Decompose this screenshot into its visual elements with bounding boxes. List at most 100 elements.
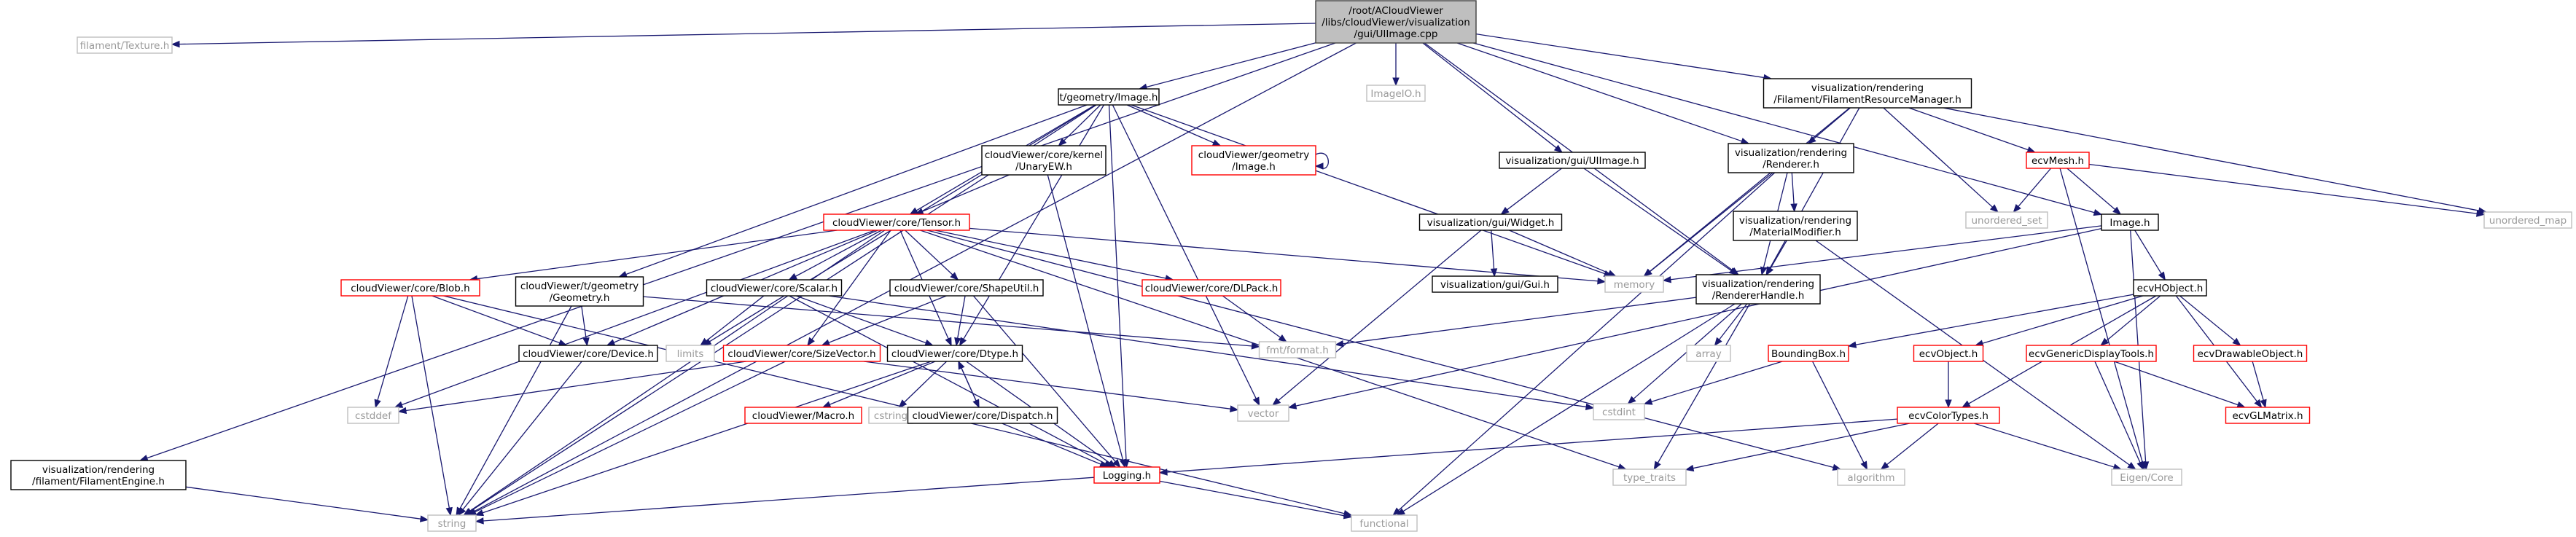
node-vis-gui-gui[interactable]: visualization/gui/Gui.h: [1432, 275, 1558, 293]
node-core-dispatch[interactable]: cloudViewer/core/Dispatch.h: [907, 407, 1058, 424]
node-core-shapeutil[interactable]: cloudViewer/core/ShapeUtil.h: [889, 279, 1044, 297]
node-vis-rend-filengine[interactable]: visualization/rendering/filament/Filamen…: [10, 460, 187, 490]
edge-line: [1718, 303, 1748, 341]
node-core-dtype[interactable]: cloudViewer/core/Dtype.h: [886, 345, 1023, 362]
node-box: [1897, 407, 2000, 424]
arrow-head: [1643, 268, 1652, 277]
node-core-tensor[interactable]: cloudViewer/core/Tensor.h: [823, 213, 970, 231]
arrow-head: [457, 506, 467, 517]
edge-core-tensor-to-cstddef: [394, 230, 875, 408]
edge-line: [1768, 107, 1860, 270]
node-core-kernel-unary[interactable]: cloudViewer/core/kernel/UnaryEW.h: [981, 145, 1106, 176]
node-label: visualization/gui/Gui.h: [1440, 279, 1550, 291]
node-ecvcolortypes[interactable]: ecvColorTypes.h: [1897, 407, 2000, 424]
edge-line: [1295, 227, 2102, 407]
node-vis-rend-renderer[interactable]: visualization/rendering/Renderer.h: [1728, 143, 1854, 173]
node-core-blob[interactable]: cloudViewer/core/Blob.h: [340, 279, 480, 297]
node-array: array: [1686, 345, 1731, 362]
node-vis-rend-handle[interactable]: visualization/rendering/RendererHandle.h: [1695, 274, 1821, 305]
edge-ecvmesh-to-unordered-set: [2013, 168, 2052, 213]
node-box: [2225, 407, 2311, 424]
edge-line: [1650, 361, 1783, 403]
node-vis-rend-filres[interactable]: visualization/rendering/Filament/Filamen…: [1763, 78, 1972, 109]
node-box: [823, 213, 970, 231]
node-vector: vector: [1237, 404, 1289, 422]
edge-vis-gui-uiimage-to-vis-gui-widget: [1500, 168, 1562, 215]
arrow-head: [1229, 405, 1239, 412]
node-core-macro[interactable]: cloudViewer/Macro.h: [744, 407, 862, 424]
node-label: ecvHObject.h: [2137, 283, 2204, 294]
node-box: [1237, 404, 1289, 422]
arrow-head: [1860, 460, 1868, 471]
node-ecvhobject[interactable]: ecvHObject.h: [2133, 279, 2207, 297]
edge-line: [1277, 230, 1482, 401]
arrow-head: [2475, 210, 2486, 217]
node-functional: functional: [1351, 514, 1418, 532]
arrow-head: [1585, 403, 1595, 411]
node-box: [2026, 152, 2090, 169]
edge-line: [1883, 107, 1994, 208]
arrow-head: [821, 401, 832, 408]
edge-line: [827, 295, 947, 344]
edge-vis-rend-filres-to-unordered-set: [1883, 107, 1999, 213]
node-label: ecvGenericDisplayTools.h: [2029, 348, 2154, 360]
node-vis-gui-uiimage[interactable]: visualization/gui/UIImage.h: [1499, 152, 1646, 169]
edge-line: [1632, 303, 1742, 400]
edge-core-shapeutil-to-core-sizevector: [821, 295, 947, 346]
node-label: cloudViewer/core/Dispatch.h: [913, 410, 1053, 422]
node-logging[interactable]: Logging.h: [1093, 466, 1160, 484]
arrow-head: [2232, 337, 2241, 346]
node-core-scalar[interactable]: cloudViewer/core/Scalar.h: [706, 279, 843, 297]
edge-line: [581, 305, 587, 340]
node-label: Eigen/Core: [2120, 472, 2174, 484]
node-box: [1141, 279, 1281, 297]
node-label: cloudViewer/core/Scalar.h: [711, 283, 838, 294]
node-box: [1315, 0, 1477, 44]
edge-core-dispatch-to-logging: [1002, 423, 1109, 468]
node-label: visualization/rendering: [42, 464, 155, 476]
node-label: cloudViewer/core/Dtype.h: [891, 348, 1018, 360]
edge-line: [469, 230, 886, 512]
node-ecvglmatrix[interactable]: ecvGLMatrix.h: [2225, 407, 2311, 424]
arrow-head: [618, 270, 628, 278]
node-core-sizevector[interactable]: cloudViewer/core/SizeVector.h: [722, 345, 881, 362]
arrow-head: [1343, 511, 1353, 520]
edge-line: [863, 361, 1232, 409]
arrow-head: [1392, 77, 1400, 87]
node-cv-geometry-image[interactable]: cloudViewer/geometry/Image.h: [1191, 145, 1316, 176]
node-type-traits: type_traits: [1612, 469, 1687, 486]
node-box: [1604, 275, 1664, 293]
node-limits: limits: [666, 345, 715, 362]
edge-line: [829, 361, 936, 406]
node-label: cloudViewer/t/geometry: [520, 281, 639, 292]
node-label: visualization/gui/Widget.h: [1427, 217, 1555, 229]
edge-line: [1422, 42, 1558, 149]
node-ecvdrawable[interactable]: ecvDrawableObject.h: [2193, 345, 2308, 362]
edge-line: [1491, 230, 1495, 270]
edge-ecvgenericdisplay-to-eigen-core: [2094, 361, 2144, 471]
arrow-head: [1790, 203, 1798, 213]
node-label: cloudViewer/core/ShapeUtil.h: [894, 283, 1039, 294]
arrow-head: [2254, 399, 2263, 409]
arrow-head: [821, 339, 831, 346]
edge-line: [1222, 295, 1281, 339]
arrow-head: [1490, 268, 1498, 278]
node-tgeometry-image[interactable]: t/geometry/Image.h: [1058, 88, 1160, 106]
node-vis-gui-widget[interactable]: visualization/gui/Widget.h: [1418, 213, 1563, 231]
edge-line: [1769, 240, 1787, 270]
node-image-h[interactable]: Image.h: [2101, 213, 2159, 231]
edge-core-tensor-to-core-blob: [469, 230, 838, 283]
edge-line: [377, 295, 409, 401]
edge-line: [1854, 294, 2134, 346]
node-vis-rend-matmod[interactable]: visualization/rendering/MaterialModifier…: [1733, 211, 1858, 241]
node-tgeometry-geometry[interactable]: cloudViewer/t/geometry/Geometry.h: [515, 276, 644, 307]
node-box: [1686, 345, 1731, 362]
node-ecvgenericdisplay[interactable]: ecvGenericDisplayTools.h: [2026, 345, 2157, 362]
node-core-device[interactable]: cloudViewer/core/Device.h: [518, 345, 658, 362]
node-ecvmesh[interactable]: ecvMesh.h: [2026, 152, 2090, 169]
node-ecvobject[interactable]: ecvObject.h: [1913, 345, 1984, 362]
node-boundingbox[interactable]: BoundingBox.h: [1768, 345, 1849, 362]
edge-ecvobject-to-ecvcolortypes: [1945, 361, 1952, 409]
node-core-dlpack[interactable]: cloudViewer/core/DLPack.h: [1141, 279, 1281, 297]
edge-line: [2017, 168, 2052, 208]
